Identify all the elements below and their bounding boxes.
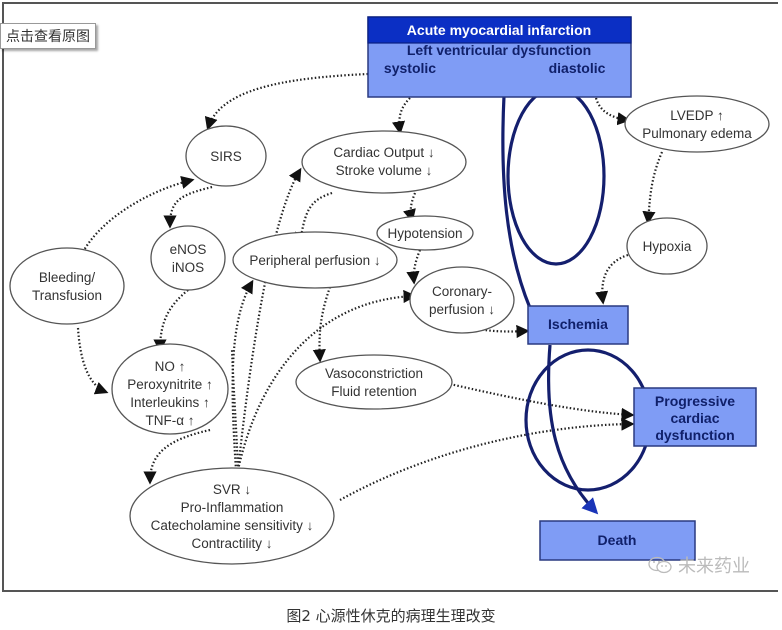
node-mediators: NO ↑ Peroxynitrite ↑ Interleukins ↑ TNF-… bbox=[111, 343, 229, 435]
node-vasoconstriction: Vasoconstriction Fluid retention bbox=[295, 354, 453, 410]
node-svr-line2: Pro-Inflammation bbox=[181, 500, 284, 515]
box-progressive-line3: dysfunction bbox=[655, 427, 734, 443]
node-hypoxia: Hypoxia bbox=[626, 217, 708, 275]
header-subtitle: Left ventricular dysfunction bbox=[407, 42, 591, 58]
node-coronary-line2: perfusion ↓ bbox=[429, 302, 495, 317]
node-peripheral-line: Peripheral perfusion ↓ bbox=[249, 253, 380, 268]
header-box: Acute myocardial infarction Left ventric… bbox=[367, 16, 632, 98]
node-vaso-line2: Fluid retention bbox=[331, 384, 417, 399]
arrow-vasoconstriction-to-progressive bbox=[449, 382, 635, 421]
arrow-lvedp-to-hypoxia bbox=[642, 151, 664, 225]
node-co-line2: Stroke volume ↓ bbox=[336, 163, 433, 178]
node-svr-line3: Catecholamine sensitivity ↓ bbox=[151, 518, 314, 533]
box-death-label: Death bbox=[598, 532, 637, 548]
header-box-title-band bbox=[367, 16, 632, 44]
arrow-header-to-lvedp bbox=[594, 97, 631, 126]
node-mediators-line3: Interleukins ↑ bbox=[130, 395, 210, 410]
feedback-loops bbox=[501, 86, 652, 515]
ischemia-to-death-arrow bbox=[546, 344, 599, 515]
node-lvedp-line2: Pulmonary edema bbox=[642, 126, 752, 141]
arrow-nos-to-mediators bbox=[153, 289, 189, 353]
arrow-bleeding-to-sirs bbox=[76, 176, 195, 263]
upper-feedback-loop bbox=[506, 86, 606, 266]
arrow-hypoxia-to-ischemia bbox=[595, 253, 629, 305]
box-progressive: Progressive cardiac dysfunction bbox=[633, 387, 757, 447]
node-hypotension-line: Hypotension bbox=[387, 226, 462, 241]
node-lvedp-line1: LVEDP ↑ bbox=[670, 108, 724, 123]
node-svr-line1: SVR ↓ bbox=[213, 482, 251, 497]
watermark: 未来药业 bbox=[648, 552, 750, 578]
node-mediators-line2: Peroxynitrite ↑ bbox=[127, 377, 213, 392]
pathophysiology-diagram: Acute myocardial infarction Left ventric… bbox=[9, 16, 770, 565]
watermark-text: 未来药业 bbox=[678, 556, 750, 577]
node-bleeding: Bleeding/ Transfusion bbox=[9, 247, 125, 325]
box-ischemia-label: Ischemia bbox=[548, 316, 608, 332]
node-nos-line1: eNOS bbox=[170, 242, 207, 257]
connectors bbox=[76, 72, 664, 501]
node-bleeding-line2: Transfusion bbox=[32, 288, 102, 303]
arrow-svr-to-peripheral bbox=[231, 279, 254, 471]
node-cardiac-output: Cardiac Output ↓ Stroke volume ↓ bbox=[301, 130, 467, 194]
node-nos: eNOS iNOS bbox=[150, 225, 226, 291]
figure-frame bbox=[2, 2, 778, 592]
node-coronary-line1: Coronary- bbox=[432, 284, 492, 299]
lower-feedback-loop bbox=[524, 348, 652, 492]
header-systolic: systolic bbox=[384, 60, 436, 76]
node-hypoxia-line: Hypoxia bbox=[643, 239, 692, 254]
node-svr: SVR ↓ Pro-Inflammation Catecholamine sen… bbox=[129, 467, 335, 565]
arrow-sirs-to-nos bbox=[163, 185, 213, 229]
node-svr-line4: Contractility ↓ bbox=[191, 536, 272, 551]
node-mediators-line4: TNF-α ↑ bbox=[145, 413, 194, 428]
node-peripheral: Peripheral perfusion ↓ bbox=[232, 231, 398, 289]
node-bleeding-line1: Bleeding/ bbox=[39, 270, 96, 285]
box-ischemia: Ischemia bbox=[527, 305, 629, 345]
node-vaso-line1: Vasoconstriction bbox=[325, 366, 423, 381]
header-diastolic: diastolic bbox=[549, 60, 606, 76]
header-title: Acute myocardial infarction bbox=[407, 22, 591, 38]
arrow-bleeding-to-mediators bbox=[76, 327, 109, 395]
wechat-icon bbox=[648, 556, 674, 574]
node-co-line1: Cardiac Output ↓ bbox=[333, 145, 434, 160]
node-hypotension: Hypotension bbox=[376, 215, 474, 251]
arrow-hypotension-to-coronary bbox=[406, 249, 422, 285]
arrow-svr-to-progressive bbox=[339, 417, 635, 501]
node-mediators-line1: NO ↑ bbox=[155, 359, 186, 374]
figure-caption: 图2 心源性休克的病理生理改变 bbox=[286, 607, 496, 625]
node-sirs: SIRS bbox=[185, 125, 267, 187]
arrow-header-to-sirs bbox=[204, 72, 369, 131]
node-coronary: Coronary- perfusion ↓ bbox=[409, 266, 515, 334]
box-progressive-line1: Progressive bbox=[655, 393, 735, 409]
box-death: Death bbox=[539, 520, 696, 561]
node-nos-line2: iNOS bbox=[172, 260, 204, 275]
box-progressive-line2: cardiac bbox=[670, 410, 719, 426]
node-sirs-line: SIRS bbox=[210, 149, 242, 164]
header-to-ischemia-line bbox=[501, 95, 532, 309]
arrow-peripheral-to-vasoconstriction bbox=[312, 286, 332, 363]
arrow-svr-to-cardiac-output bbox=[236, 167, 302, 471]
line-svr-up bbox=[230, 349, 240, 471]
view-original-button[interactable]: 点击查看原图 bbox=[0, 23, 96, 49]
arrow-svr-to-coronary bbox=[236, 289, 417, 471]
arrow-header-to-cardiac-output bbox=[391, 97, 411, 135]
arrow-co-to-hypotension bbox=[403, 192, 417, 223]
node-lvedp: LVEDP ↑ Pulmonary edema bbox=[624, 95, 770, 153]
